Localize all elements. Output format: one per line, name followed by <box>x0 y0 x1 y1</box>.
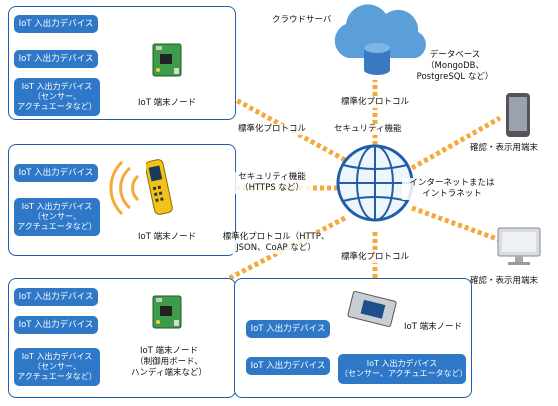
io-device-bl-2: IoT 入出力デバイス <box>14 316 98 334</box>
io-device-tl-2: IoT 入出力デバイス <box>14 50 98 68</box>
link-globe-smartphone <box>410 115 502 171</box>
protocol-label-topleft: 標準化プロトコル <box>238 124 307 135</box>
internet-label: インターネットまたは イントラネット <box>402 178 502 200</box>
confirm-label-bottom: 確認・表示用端末 <box>470 276 539 286</box>
io-device-br-1: IoT 入出力デバイス <box>246 320 330 338</box>
protocol-label-bottom: 標準化プロトコル <box>332 252 418 263</box>
node-label-ml: IoT 端末ノード <box>138 232 197 242</box>
database-icon <box>362 42 392 80</box>
io-device-bl-1: IoT 入出力デバイス <box>14 288 98 306</box>
link-globe-monitor <box>411 205 501 243</box>
node-label-tl: IoT 端末ノード <box>138 98 197 108</box>
io-device-br-2: IoT 入出力デバイス <box>246 357 330 375</box>
circuit-board-icon <box>344 286 400 336</box>
io-device-tl-3: IoT 入出力デバイス （センサー、 アクチュエータなど） <box>14 78 100 116</box>
io-device-ml-1: IoT 入出力デバイス <box>14 164 98 182</box>
smartphone-icon <box>504 92 532 142</box>
io-device-br-3: IoT 入出力デバイス （センサー、アクチュエータなど） <box>338 354 468 384</box>
wireless-signal-icon <box>108 158 148 222</box>
io-device-bl-3: IoT 入出力デバイス （センサー、 アクチュエータなど） <box>14 348 100 386</box>
confirm-label-top: 確認・表示用端末 <box>470 143 539 153</box>
monitor-icon <box>496 226 542 272</box>
io-device-tl-1: IoT 入出力デバイス <box>14 15 98 33</box>
io-device-ml-2: IoT 入出力デバイス （センサー、 アクチュエータなど） <box>14 198 100 236</box>
circuit-board-icon <box>150 40 186 84</box>
node-label-bl: IoT 端末ノード （制御用ボード、 ハンディ端末など） <box>131 346 207 378</box>
link-globe-topleft-node <box>176 65 347 163</box>
security-label-top: セキュリティ機能 <box>334 124 402 135</box>
node-label-br: IoT 端末ノード <box>404 322 463 332</box>
protocol-label-lowerleft: 標準化プロトコル（HTTP、 JSON、CoAP など） <box>222 232 330 254</box>
cloud-icon <box>326 4 436 68</box>
cloud-server-label: クラウドサーバ <box>272 15 332 25</box>
database-label: データベース （MongoDB、 PostgreSQL など） <box>416 50 494 82</box>
protocol-label-cloud: 標準化プロトコル <box>332 97 418 108</box>
circuit-board-icon <box>150 292 186 336</box>
security-label-mid: セキュリティ機能 （HTTPS など） <box>232 172 312 194</box>
handheld-terminal-icon <box>144 158 180 222</box>
